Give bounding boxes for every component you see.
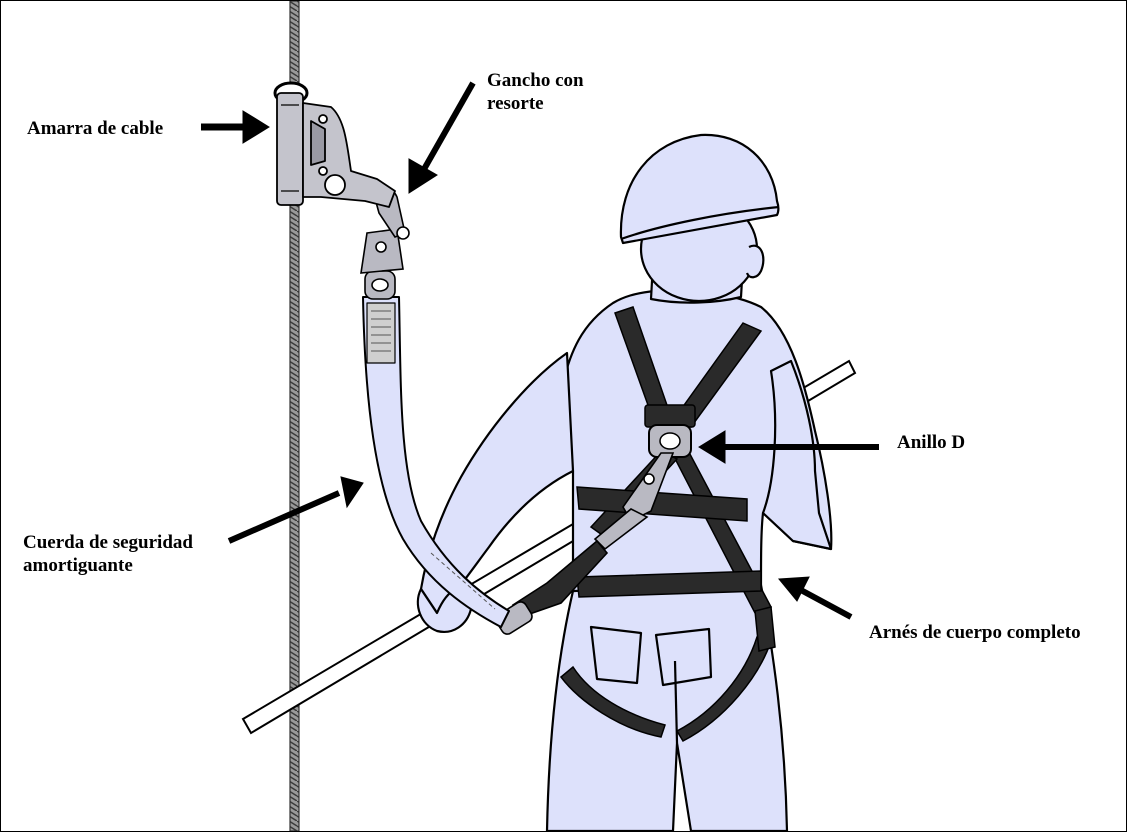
label-d-ring-text: Anillo D [897,432,965,453]
label-snap-hook-line-1: Gancho con [487,69,584,92]
rope-grab [275,83,395,207]
label-d-ring: Anillo D [897,431,965,454]
label-harness: Arnés de cuerpo completo [869,621,1081,644]
label-rope-grab-text: Amarra de cable [27,118,163,139]
label-rope-grab: Amarra de cable [27,117,163,140]
label-snap-hook-line-2: resorte [487,92,584,115]
arrow-gancho [409,83,473,193]
label-lanyard: Cuerda de seguridad amortiguante [23,531,193,577]
arrow-arnes [779,577,851,617]
trousers [547,585,787,831]
worker [418,135,831,831]
hard-hat [621,135,779,243]
label-lanyard-line-2: amortiguante [23,554,193,577]
arrow-amarra [201,111,269,143]
label-harness-text: Arnés de cuerpo completo [869,622,1081,643]
ear [747,246,763,278]
label-lanyard-line-1: Cuerda de seguridad [23,531,193,554]
label-snap-hook: Gancho con resorte [487,69,584,115]
